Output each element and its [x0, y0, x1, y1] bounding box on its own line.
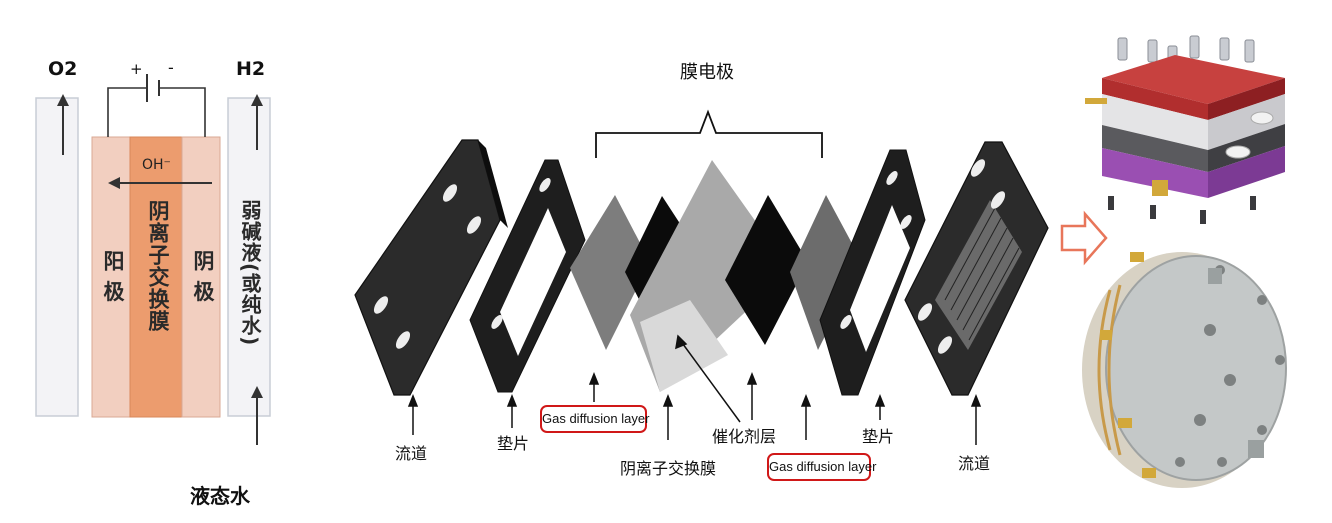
- o2-label: O2: [48, 58, 78, 80]
- catalyst-right: [725, 195, 808, 345]
- h2-channel: [227, 97, 271, 417]
- flow-hole: [442, 184, 458, 202]
- gasket-hole: [840, 315, 852, 329]
- flow-hole: [917, 303, 933, 321]
- external-wire: [107, 87, 146, 137]
- o2-arrow-head: [57, 94, 69, 106]
- membrane-stack-label: 阴离子交换膜: [620, 459, 717, 478]
- flow-channel-left-label: 流道: [395, 444, 428, 463]
- flow-hole: [990, 191, 1006, 209]
- flow-hole: [466, 216, 482, 234]
- flow-hole: [395, 331, 411, 349]
- catalyst-label: 催化剂层: [712, 427, 777, 446]
- plus-label: +: [130, 60, 143, 78]
- h2-arrow-head: [251, 94, 263, 106]
- gasket-left-label: 垫片: [497, 434, 530, 453]
- gasket-hole: [886, 171, 898, 185]
- oh-arrow-head: [108, 177, 120, 189]
- flow-hole: [970, 159, 986, 177]
- external-wire-right: [160, 87, 206, 137]
- minus-label: -: [168, 58, 174, 77]
- gasket-right-window: [850, 205, 910, 352]
- flow-hole: [373, 296, 389, 314]
- cathode-label: 阴 极: [191, 250, 215, 303]
- membrane-label: 阴离子交换膜: [146, 200, 170, 332]
- gasket-hole: [539, 178, 551, 192]
- mea-label: 膜电极: [680, 62, 734, 83]
- gasket-hole: [900, 215, 912, 229]
- hydroxide-label: OH⁻: [142, 157, 171, 173]
- rectangular-stack-photo: [1085, 35, 1285, 224]
- gasket-left-window: [500, 208, 566, 356]
- next-arrow-icon: [1060, 210, 1108, 266]
- gdl-right: [790, 195, 862, 350]
- gasket-right-label: 垫片: [862, 427, 895, 446]
- water-arrow-head: [251, 386, 263, 398]
- h2-label: H2: [236, 58, 266, 80]
- flow-field: [935, 200, 1022, 350]
- mea-brace: [595, 109, 823, 158]
- gdl-right-label: Gas diffusion layer: [767, 453, 876, 481]
- gdl-left-label: Gas diffusion layer: [540, 405, 649, 433]
- flow-channel-right-label: 流道: [958, 454, 991, 473]
- electrolyte-label: 弱碱液(或纯水): [238, 200, 262, 347]
- gasket-hole: [491, 315, 503, 329]
- liquid-water-label: 液态水: [190, 484, 250, 508]
- gdl-left: [570, 195, 650, 350]
- o2-channel: [35, 97, 79, 417]
- anode-label: 阳 极: [101, 250, 125, 303]
- flow-hole: [937, 336, 953, 354]
- flow-plate-left-edge: [478, 140, 508, 228]
- round-stack-photo: [1082, 252, 1287, 488]
